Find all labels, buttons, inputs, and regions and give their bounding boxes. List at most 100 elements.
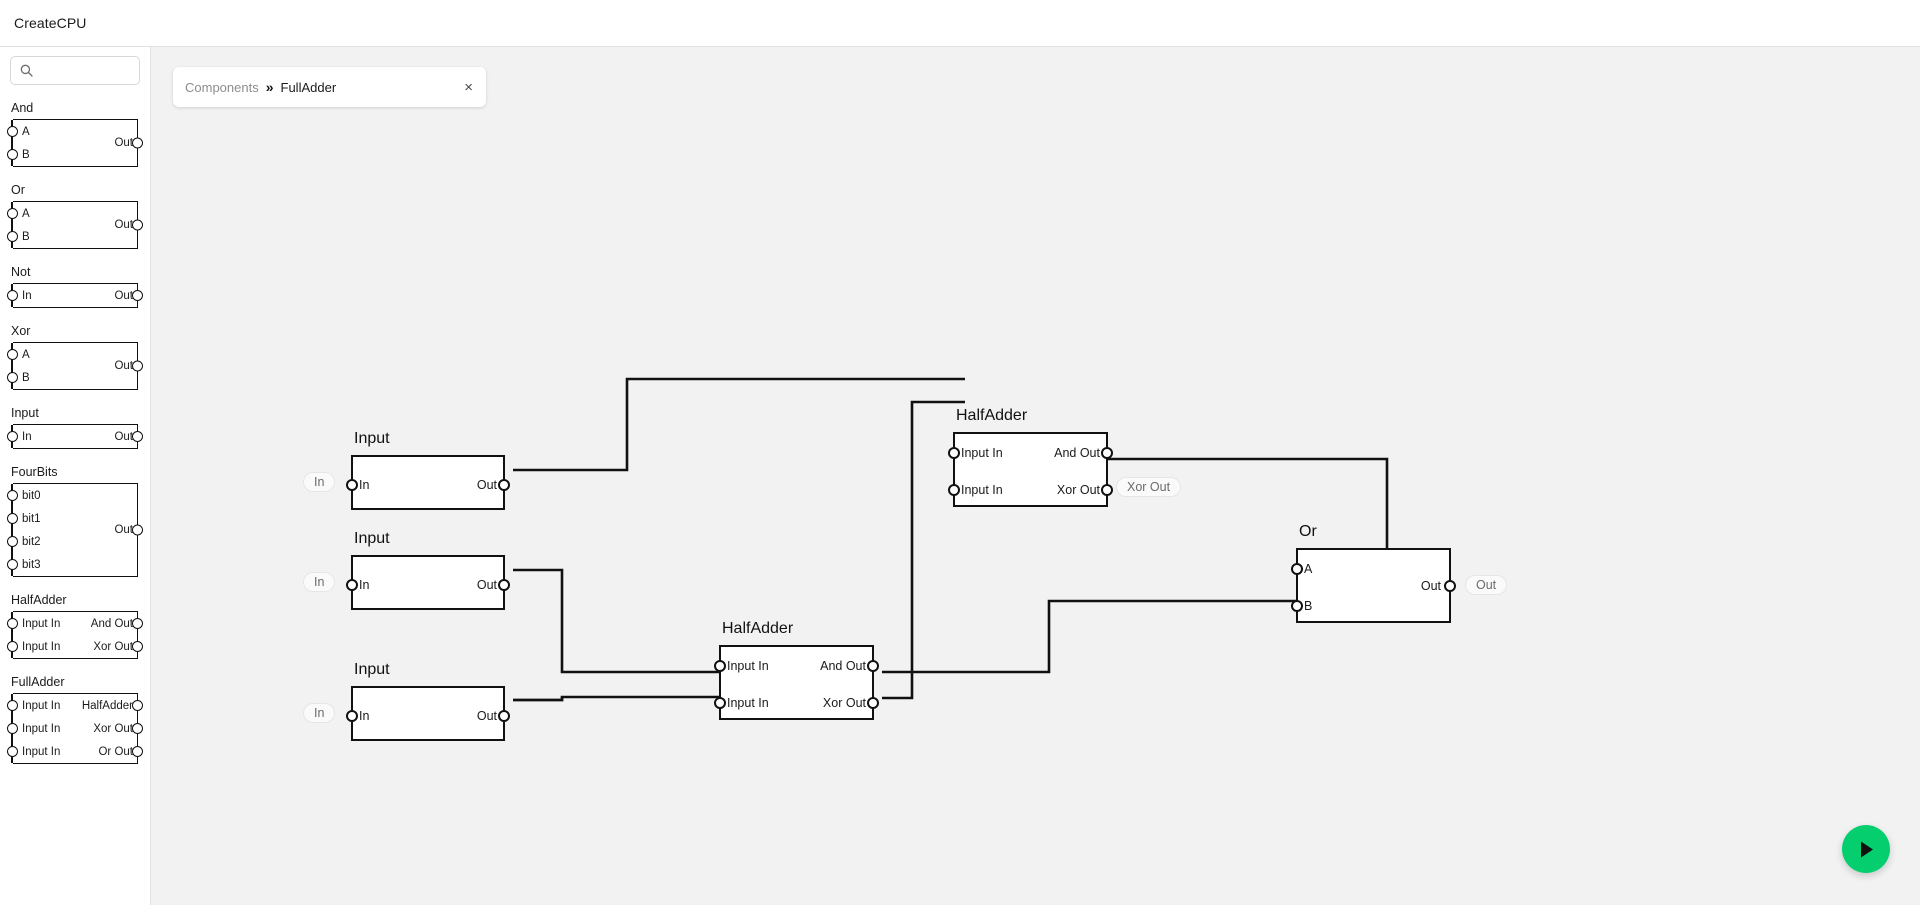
close-icon[interactable]: × [464, 78, 473, 96]
node-input-port[interactable] [1291, 562, 1303, 575]
breadcrumb-root[interactable]: Components [185, 79, 259, 95]
node-title: HalfAdder [722, 620, 794, 637]
chip-input-port[interactable] [7, 431, 18, 442]
node-output-port[interactable] [1444, 579, 1456, 592]
chip-input-port[interactable] [7, 618, 18, 629]
chip-input-port[interactable] [7, 208, 18, 219]
palette-item-label: Input [11, 406, 39, 420]
node-title: HalfAdder [956, 407, 1028, 424]
node-input-port[interactable] [1291, 600, 1303, 613]
chip-input-port[interactable] [7, 536, 18, 547]
node-title: Input [354, 661, 390, 678]
chip-input-port[interactable] [7, 126, 18, 137]
chip-output-port[interactable] [132, 723, 143, 734]
chip-input-port[interactable] [7, 149, 18, 160]
node-output-port[interactable] [1101, 484, 1113, 497]
wire-input1-to-halfadder-top-in1 [513, 377, 965, 472]
wire-halfadder-bottom-and-to-or-b [882, 599, 1308, 674]
chip-input-port[interactable] [7, 700, 18, 711]
chip-input-port[interactable] [7, 746, 18, 757]
node-input-port[interactable] [346, 709, 358, 722]
node-input-port[interactable] [346, 478, 358, 491]
chip-row: B [7, 143, 137, 166]
chip-output-port[interactable] [132, 137, 143, 149]
chip-output-label: Xor Out [93, 722, 133, 735]
chip-input-port[interactable] [7, 513, 18, 524]
port-value-pill: Xor Out [1116, 477, 1182, 498]
chip-input-port[interactable] [7, 559, 18, 570]
node-output-port[interactable] [498, 709, 510, 722]
chip-output-port[interactable] [132, 524, 143, 536]
node-input-port[interactable] [948, 484, 960, 497]
chip-output-port[interactable] [132, 290, 143, 301]
node-output-port[interactable] [867, 659, 879, 672]
search-input[interactable] [37, 63, 137, 78]
search-box[interactable] [10, 56, 140, 85]
chip-input-port[interactable] [7, 349, 18, 360]
chip-output-label: Or Out [98, 745, 133, 758]
chip-input-port[interactable] [7, 290, 18, 301]
chip-output-port[interactable] [132, 360, 143, 372]
chip-input-port[interactable] [7, 641, 18, 652]
chip-output-port[interactable] [132, 700, 143, 711]
chip-output-port[interactable] [132, 746, 143, 757]
chip-input-port[interactable] [7, 723, 18, 734]
node-input-port[interactable] [714, 697, 726, 710]
chip-input-port[interactable] [7, 372, 18, 383]
run-simulation-button[interactable] [1842, 825, 1890, 873]
node-input-port[interactable] [714, 659, 726, 672]
chip-output-port[interactable] [132, 219, 143, 231]
chip-output-port[interactable] [132, 618, 143, 629]
node-input-port[interactable] [346, 578, 358, 591]
chip-input-port[interactable] [7, 490, 18, 501]
node-output-port[interactable] [1101, 446, 1113, 459]
breadcrumb-tab[interactable]: Components » FullAdder × [173, 67, 486, 107]
node-output-port[interactable] [498, 578, 510, 591]
chip-output-port[interactable] [132, 431, 143, 442]
chip-input-port[interactable] [7, 231, 18, 242]
node-output-port[interactable] [867, 697, 879, 710]
chip-row: bit0 [7, 484, 137, 507]
node-output-port[interactable] [498, 478, 510, 491]
search-icon [20, 64, 33, 77]
node-input-label: In [359, 477, 370, 492]
node-input-port[interactable] [948, 446, 960, 459]
palette-item-label: FullAdder [11, 675, 65, 689]
chip-output-port[interactable] [132, 641, 143, 652]
node-output-label: And Out [820, 658, 866, 673]
